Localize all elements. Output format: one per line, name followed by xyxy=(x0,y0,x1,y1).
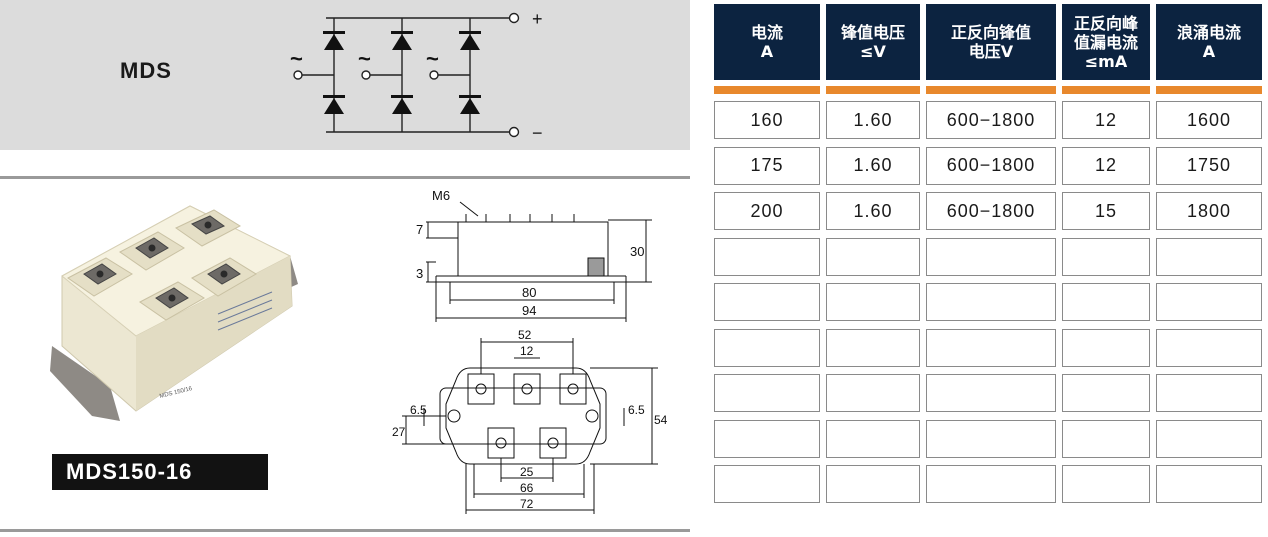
table-cell: 1600 xyxy=(1156,101,1262,139)
table-cell: 1800 xyxy=(1156,192,1262,230)
accent-bar xyxy=(1156,86,1262,94)
table-cell xyxy=(926,237,1056,276)
table-cell xyxy=(926,283,1056,321)
accent-bar xyxy=(714,86,820,94)
ac-symbol-2: ~ xyxy=(358,46,371,71)
dim-12: 12 xyxy=(520,344,534,358)
table-cell xyxy=(1062,283,1150,321)
table-cell: 200 xyxy=(714,192,820,230)
table-cell: 600−1800 xyxy=(926,146,1056,185)
dim-80: 80 xyxy=(522,285,536,300)
header-leakage-current: 正反向峰 值漏电流 ≤mA xyxy=(1062,4,1150,80)
accent-bar xyxy=(926,86,1056,94)
dim-27: 27 xyxy=(392,425,406,439)
table-cell xyxy=(1156,237,1262,276)
top-outline-drawing: 52 12 6.5 27 6.5 54 25 66 72 xyxy=(392,328,668,514)
dim-7: 7 xyxy=(416,222,423,237)
table-cell: 1.60 xyxy=(826,192,920,230)
dim-3: 3 xyxy=(416,266,423,281)
dim-94: 94 xyxy=(522,303,536,318)
table-cell xyxy=(1062,374,1150,412)
table-cell xyxy=(926,465,1056,503)
dim-30: 30 xyxy=(630,244,644,259)
series-label: MDS xyxy=(120,58,172,83)
table-cell xyxy=(714,283,820,321)
accent-bar xyxy=(826,86,920,94)
dim-54: 54 xyxy=(654,413,668,427)
header-current: 电流 A xyxy=(714,4,820,80)
bridge-rectifier-schematic: ~ ~ ~ + − xyxy=(290,9,543,143)
divider-top xyxy=(0,176,690,179)
accent-bar xyxy=(1062,86,1150,94)
side-outline-drawing: M6 7 3 30 80 94 xyxy=(416,188,652,322)
table-cell xyxy=(714,328,820,367)
table-cell xyxy=(1062,328,1150,367)
minus-terminal-label: − xyxy=(532,123,543,143)
dim-6-5-right: 6.5 xyxy=(628,403,645,417)
table-cell xyxy=(1156,283,1262,321)
table-cell: 12 xyxy=(1062,146,1150,185)
table-cell xyxy=(826,465,920,503)
table-cell xyxy=(1156,328,1262,367)
table-cell: 600−1800 xyxy=(926,192,1056,230)
dim-6-5-left: 6.5 xyxy=(410,403,427,417)
dim-52: 52 xyxy=(518,328,532,342)
table-cell xyxy=(1156,465,1262,503)
table-cell xyxy=(714,374,820,412)
table-cell xyxy=(926,328,1056,367)
dim-25: 25 xyxy=(520,465,534,479)
table-cell xyxy=(714,419,820,458)
table-cell: 600−1800 xyxy=(926,101,1056,139)
table-cell: 12 xyxy=(1062,101,1150,139)
table-cell xyxy=(1156,419,1262,458)
table-cell: 160 xyxy=(714,101,820,139)
table-cell xyxy=(1062,419,1150,458)
dim-72: 72 xyxy=(520,497,534,511)
table-cell: 1.60 xyxy=(826,146,920,185)
table-cell xyxy=(826,328,920,367)
ac-symbol-1: ~ xyxy=(290,46,303,71)
series-banner xyxy=(0,0,690,150)
table-cell xyxy=(1156,374,1262,412)
table-cell: 1750 xyxy=(1156,146,1262,185)
header-forward-voltage: 锋值电压 ≤V xyxy=(826,4,920,80)
model-label: MDS150-16 xyxy=(52,454,268,490)
table-cell: 175 xyxy=(714,146,820,185)
table-cell xyxy=(714,465,820,503)
table-cell xyxy=(714,237,820,276)
table-cell xyxy=(926,419,1056,458)
table-cell xyxy=(826,237,920,276)
spec-table: 电流 A 锋值电压 ≤V 正反向锋值 电压V 正反向峰 值漏电流 ≤mA 浪涌电… xyxy=(712,0,1268,510)
ac-symbol-3: ~ xyxy=(426,46,439,71)
plus-terminal-label: + xyxy=(532,9,543,29)
table-cell xyxy=(1062,465,1150,503)
table-cell xyxy=(826,374,920,412)
table-cell: 15 xyxy=(1062,192,1150,230)
table-cell xyxy=(826,283,920,321)
thread-label: M6 xyxy=(432,188,450,203)
table-cell: 1.60 xyxy=(826,101,920,139)
table-cell xyxy=(926,374,1056,412)
dim-66: 66 xyxy=(520,481,534,495)
header-surge-current: 浪涌电流 A xyxy=(1156,4,1262,80)
table-cell xyxy=(826,419,920,458)
table-cell xyxy=(1062,237,1150,276)
header-peak-voltage: 正反向锋值 电压V xyxy=(926,4,1056,80)
divider-bottom xyxy=(0,529,690,532)
module-photo: MDS 150/16 xyxy=(50,205,298,421)
